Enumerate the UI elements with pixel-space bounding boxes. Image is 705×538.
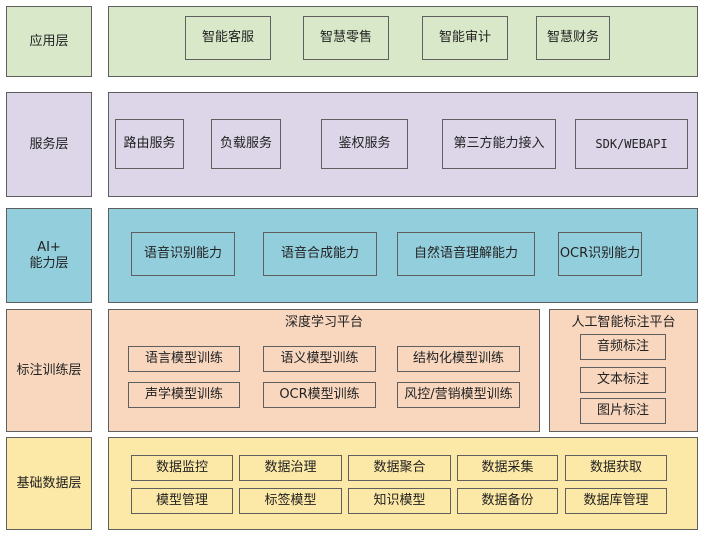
layer-label-app-text: 应用层	[29, 33, 69, 49]
app-item-smart-retail: 智慧零售	[303, 16, 389, 60]
service-item-routing: 路由服务	[115, 119, 184, 169]
dl-item-label: 风控/营销模型训练	[404, 387, 513, 402]
ai-item-speech-synthesis: 语音合成能力	[263, 232, 377, 276]
base-item-label: 标签模型	[264, 493, 317, 508]
ai-item-label: 语音合成能力	[280, 246, 359, 261]
layer-label-train-text: 标注训练层	[16, 362, 82, 378]
layer-label-base-text: 基础数据层	[16, 475, 82, 491]
app-item-smart-customer-service: 智能客服	[185, 16, 271, 60]
layer-label-ai: AI+ 能力层	[6, 208, 92, 303]
ann-item-label: 图片标注	[596, 403, 649, 418]
dl-item-label: 声学模型训练	[144, 387, 223, 402]
ai-item-nlu: 自然语音理解能力	[397, 232, 535, 276]
ann-item-label: 文本标注	[596, 372, 649, 387]
layer-label-app: 应用层	[6, 6, 92, 77]
base-item-label: 数据聚合	[373, 460, 426, 475]
ai-item-label: 语音识别能力	[143, 246, 222, 261]
service-item-label: 路由服务	[123, 136, 176, 151]
layer-label-service-text: 服务层	[29, 136, 69, 152]
ai-annotation-platform-title: 人工智能标注平台	[571, 315, 676, 330]
base-item-model-management: 模型管理	[131, 488, 233, 514]
layer-label-train: 标注训练层	[6, 309, 92, 432]
service-item-sdk-webapi: SDK/WEBAPI	[575, 119, 688, 169]
ann-item-audio: 音频标注	[580, 334, 666, 360]
app-item-label: 智慧零售	[319, 30, 372, 45]
base-item-label: 数据治理	[264, 460, 317, 475]
layer-label-ai-line1: AI+	[37, 239, 61, 255]
dl-item-label: 语义模型训练	[280, 351, 359, 366]
dl-item-risk-marketing-model: 风控/营销模型训练	[397, 382, 520, 408]
dl-item-acoustic-model: 声学模型训练	[128, 382, 240, 408]
dl-item-ocr-model: OCR模型训练	[263, 382, 376, 408]
base-item-label: 数据获取	[589, 460, 642, 475]
app-item-smart-finance: 智慧财务	[536, 16, 610, 60]
service-item-label: 第三方能力接入	[453, 136, 545, 151]
service-item-label: 鉴权服务	[338, 136, 391, 151]
base-item-label: 数据备份	[481, 493, 534, 508]
base-item-knowledge-model: 知识模型	[348, 488, 451, 514]
base-item-label: 知识模型	[373, 493, 426, 508]
layer-label-ai-line2: 能力层	[29, 255, 69, 271]
service-item-label: 负载服务	[219, 136, 272, 151]
dl-item-label: 结构化模型训练	[412, 351, 504, 366]
dl-item-label: OCR模型训练	[279, 387, 360, 402]
ai-item-label: OCR识别能力	[559, 246, 641, 261]
ai-item-ocr: OCR识别能力	[558, 232, 642, 276]
base-item-label: 数据采集	[481, 460, 534, 475]
dl-item-language-model: 语言模型训练	[128, 346, 240, 372]
base-item-tag-model: 标签模型	[239, 488, 342, 514]
ann-item-label: 音频标注	[596, 339, 649, 354]
ai-item-speech-recognition: 语音识别能力	[131, 232, 235, 276]
base-item-database-management: 数据库管理	[565, 488, 667, 514]
app-item-label: 智慧财务	[546, 30, 599, 45]
base-item-data-backup: 数据备份	[457, 488, 558, 514]
base-item-data-monitoring: 数据监控	[131, 455, 233, 481]
service-item-label: SDK/WEBAPI	[595, 137, 668, 151]
app-item-label: 智能客服	[201, 30, 254, 45]
dl-item-structured-model: 结构化模型训练	[397, 346, 520, 372]
base-item-data-aggregation: 数据聚合	[348, 455, 451, 481]
dl-item-label: 语言模型训练	[144, 351, 223, 366]
ai-item-label: 自然语音理解能力	[413, 246, 518, 261]
app-item-smart-audit: 智能审计	[422, 16, 508, 60]
ann-item-text: 文本标注	[580, 367, 666, 393]
dl-item-semantic-model: 语义模型训练	[263, 346, 376, 372]
layer-label-service: 服务层	[6, 92, 92, 197]
base-item-label: 模型管理	[155, 493, 208, 508]
service-item-third-party: 第三方能力接入	[442, 119, 556, 169]
layer-label-base: 基础数据层	[6, 437, 92, 530]
deep-learning-platform-title: 深度学习平台	[284, 315, 363, 330]
service-item-load: 负载服务	[211, 119, 281, 169]
base-item-label: 数据库管理	[583, 493, 649, 508]
ann-item-image: 图片标注	[580, 398, 666, 424]
layer-panel-base	[108, 437, 698, 530]
base-item-data-collection: 数据采集	[457, 455, 558, 481]
base-item-label: 数据监控	[155, 460, 208, 475]
base-item-data-governance: 数据治理	[239, 455, 342, 481]
service-item-auth: 鉴权服务	[321, 119, 408, 169]
app-item-label: 智能审计	[438, 30, 491, 45]
base-item-data-acquisition: 数据获取	[565, 455, 667, 481]
